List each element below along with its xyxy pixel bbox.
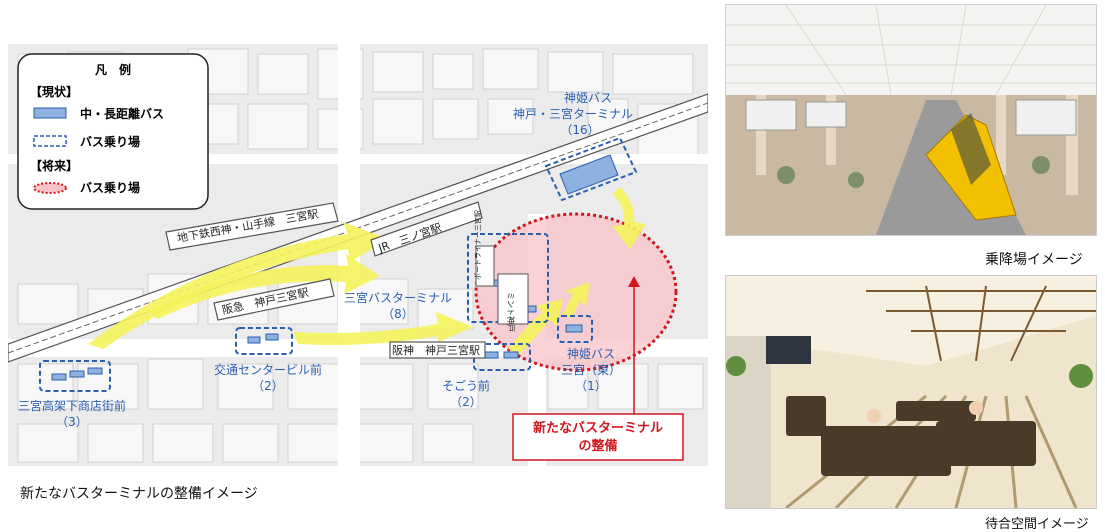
callout-line2: の整備 bbox=[578, 438, 617, 454]
map-caption: 新たなバスターミナルの整備イメージ bbox=[20, 486, 258, 502]
legend-bus-stop-label: バス乗り場 bbox=[80, 134, 140, 149]
kotsu-center-count: （2） bbox=[252, 379, 284, 393]
map-legend: 凡 例 【現状】 中・長距離バス バス乗り場 【将来】 バス乗り場 bbox=[17, 53, 209, 210]
mint-kobe-label: ミント神戸 bbox=[506, 292, 516, 332]
legend-future-heading: 【将来】 bbox=[30, 158, 78, 173]
koka-shotengai-count: （3） bbox=[56, 415, 88, 429]
legend-long-distance-bus-swatch bbox=[33, 107, 67, 119]
sannomiya-bus-terminal-label: 三宮バスターミナル bbox=[344, 290, 452, 305]
waiting-area-caption: 待合空間イメージ bbox=[985, 517, 1089, 532]
station-area-map: 地下鉄西神・山手線 三宮駅 阪急 神戸三宮駅 JR 三ノ宮駅 阪神 神戸三宮駅 … bbox=[8, 44, 708, 466]
callout-line1: 新たなバスターミナル bbox=[533, 420, 663, 436]
shinki-bus-terminal-label-2: 神戸・三宮ターミナル bbox=[513, 106, 633, 121]
shinki-bus-terminal-count: （16） bbox=[560, 123, 599, 137]
platform-rendering bbox=[725, 4, 1097, 236]
legend-title: 凡 例 bbox=[95, 62, 131, 77]
hanshin-station-label: 阪神 神戸三宮駅 bbox=[392, 343, 480, 357]
shinki-east-count: （1） bbox=[575, 379, 607, 393]
kotsu-center-label: 交通センタービル前 bbox=[214, 362, 322, 377]
shinki-east-label: 神姫バス bbox=[567, 347, 615, 361]
koka-shotengai-label: 三宮高架下商店街前 bbox=[18, 398, 126, 413]
legend-future-stop-label: バス乗り場 bbox=[80, 180, 140, 195]
legend-future-stop-swatch bbox=[33, 182, 67, 194]
shinki-bus-terminal-label: 神姫バス bbox=[564, 91, 612, 105]
sannomiya-bus-terminal-count: （8） bbox=[382, 307, 414, 321]
shinki-east-label-2: 三宮（東） bbox=[561, 362, 621, 377]
sogo-mae-label: そごう前 bbox=[442, 378, 490, 393]
legend-current-heading: 【現状】 bbox=[30, 84, 78, 99]
legend-long-distance-bus-label: 中・長距離バス bbox=[80, 106, 164, 121]
sogo-mae-count: （2） bbox=[450, 395, 482, 409]
waiting-area-rendering bbox=[725, 275, 1097, 509]
legend-bus-stop-swatch bbox=[33, 135, 67, 147]
portliner-station-label: ポートライナー三宮駅 bbox=[473, 210, 482, 280]
platform-caption: 乗降場イメージ bbox=[985, 252, 1083, 268]
